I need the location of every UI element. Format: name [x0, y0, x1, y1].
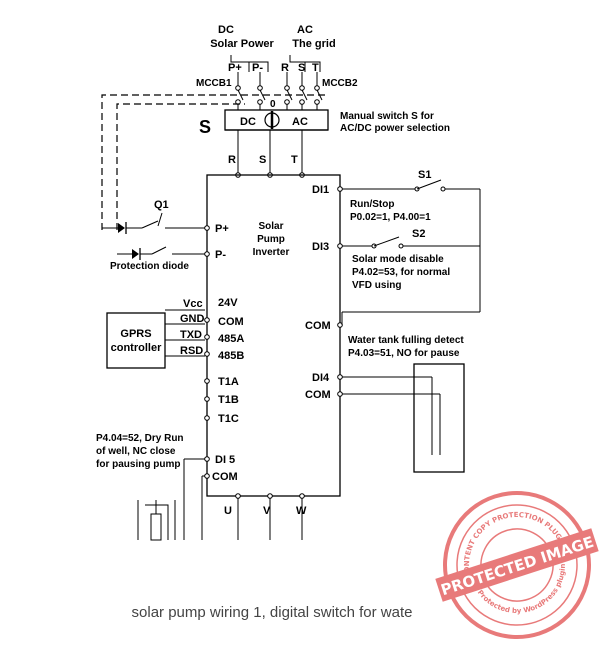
inverter-left-terminals [204, 225, 210, 479]
s2-note-line2: P4.02=53, for normal [352, 267, 450, 278]
s2-note-line1: Solar mode disable [352, 254, 444, 265]
inverter-input-s: S [259, 154, 266, 166]
s1-note-line1: Run/Stop [350, 199, 394, 210]
inverter-t1b-label: T1B [218, 394, 239, 406]
gprs-pin-txd: TXD [180, 329, 202, 341]
selector-knob-icon [264, 111, 280, 129]
figure-caption: solar pump wiring 1, digital switch for … [132, 604, 413, 621]
mccb2-label: MCCB2 [322, 78, 358, 89]
breaker-to-selector [237, 104, 318, 110]
dc-supply-title: DC [218, 24, 234, 36]
well-sensor-wiring [183, 458, 205, 540]
tank-note-line2: P4.03=51, NO for pause [348, 348, 460, 359]
s2-switch-wiring [341, 236, 480, 325]
selector-note-line1: Manual switch S for [340, 111, 434, 122]
mccb1-label: MCCB1 [196, 78, 232, 89]
inverter-24v-label: 24V [218, 297, 238, 309]
motor-output-leads [237, 498, 303, 540]
inverter-485a-label: 485A [218, 333, 244, 345]
inverter-title-line1: Solar [258, 221, 283, 232]
s2-label: S2 [412, 228, 425, 240]
mechanical-interlock-dashes [101, 94, 328, 230]
dc-terminal-pplus: P+ [228, 62, 242, 74]
selector-ac-label: AC [292, 116, 308, 128]
s1-label: S1 [418, 169, 431, 181]
gprs-pin-vcc: Vcc [183, 298, 203, 310]
switch-zero-label: 0 [270, 99, 276, 110]
tank-note-line1: Water tank fulling detect [348, 335, 464, 346]
selector-s-label: S [199, 117, 211, 137]
protection-diode-note: Protection diode [110, 261, 189, 272]
dc-supply-subtitle: Solar Power [210, 38, 274, 50]
inverter-t1a-label: T1A [218, 376, 239, 388]
pplus-diode-path [102, 220, 205, 229]
ac-supply-title: AC [297, 24, 313, 36]
water-tank-box [413, 363, 465, 473]
tank-sensor-wiring [342, 376, 441, 455]
protection-diode-icon-2 [132, 248, 141, 260]
inverter-485b-label: 485B [218, 350, 244, 362]
dc-terminal-pminus: P- [252, 62, 263, 74]
inverter-right-terminals [337, 186, 343, 397]
inverter-di3-label: DI3 [312, 241, 329, 253]
ac-supply-subtitle: The grid [292, 38, 335, 50]
inverter-output-u: U [224, 505, 232, 517]
selector-dc-label: DC [240, 116, 256, 128]
inverter-input-t: T [291, 154, 298, 166]
inverter-input-r: R [228, 154, 236, 166]
inverter-pminus-label: P- [215, 249, 226, 261]
well-note-line1: P4.04=52, Dry Run [96, 433, 184, 444]
inverter-di1-label: DI1 [312, 184, 329, 196]
well-probe-icon [137, 500, 176, 541]
inverter-com-label-4: COM [305, 389, 331, 401]
well-note-line2: of well, NC close [96, 446, 176, 457]
gprs-title-line1: GPRS [120, 328, 151, 340]
inverter-title-line3: Inverter [253, 247, 290, 258]
ac-terminal-r: R [281, 62, 289, 74]
inverter-com-label-3: COM [305, 320, 331, 332]
gprs-pin-rsd: RSD [180, 345, 203, 357]
supply-conductors [237, 72, 318, 86]
protected-image-stamp: CONTENT COPY PROTECTION PLUGIN Protected… [435, 491, 599, 639]
s2-note-line3: VFD using [352, 280, 401, 291]
selector-note-line2: AC/DC power selection [340, 123, 450, 134]
pminus-diode-path [117, 246, 205, 255]
inverter-pplus-label: P+ [215, 223, 229, 235]
well-note-line3: for pausing pump [96, 459, 180, 470]
s1-note-line2: P0.02=1, P4.00=1 [350, 212, 431, 223]
gprs-title-line2: controller [111, 342, 162, 354]
protection-diode-icon [118, 222, 127, 234]
inverter-title-line2: Pump [257, 234, 285, 245]
ac-terminal-s: S [298, 62, 305, 74]
gprs-pin-gnd: GND [180, 313, 205, 325]
gprs-controller-box [106, 312, 166, 369]
inverter-di4-label: DI4 [312, 372, 330, 384]
q1-pointer [157, 212, 163, 227]
inverter-di5-label: DI 5 [215, 454, 235, 466]
inverter-output-v: V [263, 505, 271, 517]
selector-to-inverter [237, 130, 303, 175]
inverter-com-label-1: COM [218, 316, 244, 328]
gprs-wires [165, 309, 205, 357]
inverter-com-label-2: COM [212, 471, 238, 483]
s1-switch-wiring [342, 179, 481, 312]
inverter-t1c-label: T1C [218, 413, 239, 425]
q1-label: Q1 [154, 199, 169, 211]
ac-terminal-t: T [312, 62, 319, 74]
